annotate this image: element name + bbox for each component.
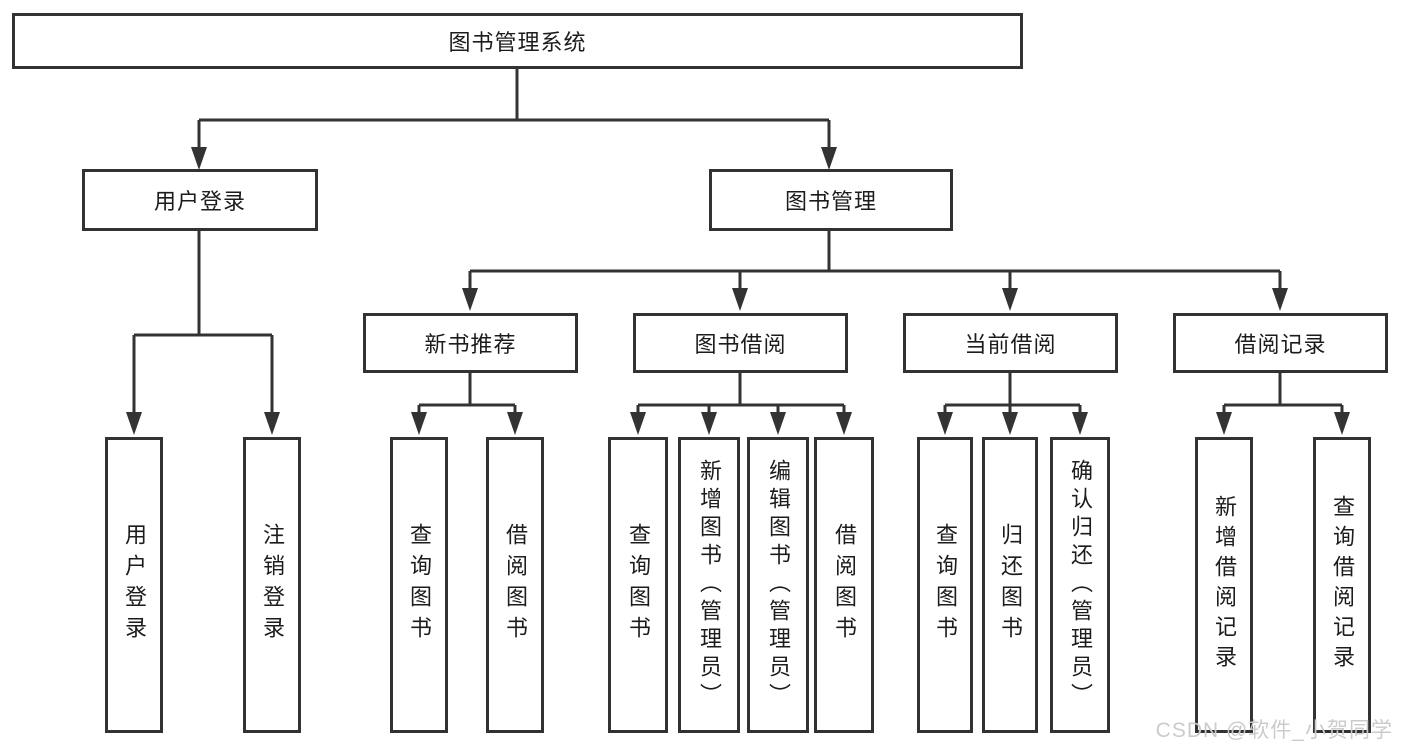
leaf-label: 注销登录: [260, 523, 285, 647]
leaf-label: 借阅图书: [503, 523, 528, 647]
arrow-down-icon: [836, 412, 852, 435]
leaf-label: 查询借阅记录: [1330, 495, 1355, 675]
arrow-down-icon: [732, 288, 748, 311]
leaf-query-books-borrow: 查询图书: [608, 437, 668, 733]
arrow-down-icon: [630, 412, 646, 435]
arrow-down-icon: [1002, 288, 1018, 311]
leaf-user-login: 用户登录: [105, 437, 163, 733]
leaf-query-books-recommend: 查询图书: [390, 437, 448, 733]
arrow-down-icon: [770, 412, 786, 435]
arrow-down-icon: [1072, 412, 1088, 435]
node-book-management: 图书管理: [709, 169, 953, 231]
node-root-label: 图书管理系统: [448, 30, 587, 55]
leaf-label: 编辑图书（管理员）: [766, 459, 791, 711]
leaf-edit-books-admin: 编辑图书（管理员）: [747, 437, 809, 733]
node-label: 用户登录: [153, 189, 246, 214]
leaf-label: 查询图书: [407, 523, 432, 647]
arrow-down-icon: [1272, 288, 1288, 311]
node-user-login: 用户登录: [82, 169, 318, 231]
arrow-down-icon: [1216, 412, 1232, 435]
arrow-down-icon: [1002, 412, 1018, 435]
arrow-down-icon: [701, 412, 717, 435]
leaf-logout: 注销登录: [243, 437, 301, 733]
arrow-down-icon: [191, 147, 207, 170]
arrow-down-icon: [821, 147, 837, 170]
node-label: 借阅记录: [1234, 332, 1327, 357]
leaf-query-borrow-record: 查询借阅记录: [1313, 437, 1371, 733]
node-label: 当前借阅: [964, 332, 1057, 357]
leaf-label: 用户登录: [122, 523, 147, 647]
arrow-down-icon: [411, 412, 427, 435]
leaf-add-borrow-record: 新增借阅记录: [1195, 437, 1253, 733]
leaf-label: 查询图书: [626, 523, 651, 647]
arrow-down-icon: [1334, 412, 1350, 435]
leaf-add-books-admin: 新增图书（管理员）: [678, 437, 740, 733]
arrow-down-icon: [507, 412, 523, 435]
node-new-book-recommend: 新书推荐: [363, 313, 578, 373]
leaf-query-books-current: 查询图书: [917, 437, 973, 733]
node-label: 图书借阅: [694, 332, 787, 357]
leaf-label: 新增借阅记录: [1212, 495, 1237, 675]
leaf-label: 归还图书: [998, 523, 1023, 647]
leaf-return-books: 归还图书: [982, 437, 1038, 733]
node-label: 图书管理: [784, 189, 877, 214]
leaf-label: 新增图书（管理员）: [697, 459, 722, 711]
leaf-borrow-books-recommend: 借阅图书: [486, 437, 544, 733]
arrow-down-icon: [264, 412, 280, 435]
arrow-down-icon: [937, 412, 953, 435]
leaf-label: 借阅图书: [832, 523, 857, 647]
node-current-borrow: 当前借阅: [903, 313, 1118, 373]
csdn-watermark: CSDN @软件_小贺同学: [1155, 719, 1393, 742]
leaf-confirm-return-admin: 确认归还（管理员）: [1050, 437, 1110, 733]
node-root: 图书管理系统: [12, 13, 1023, 69]
leaf-label: 确认归还（管理员）: [1068, 459, 1093, 711]
node-borrow-record: 借阅记录: [1173, 313, 1388, 373]
node-book-borrow: 图书借阅: [633, 313, 848, 373]
arrow-down-icon: [126, 412, 142, 435]
leaf-borrow-books: 借阅图书: [814, 437, 874, 733]
arrow-down-icon: [462, 288, 478, 311]
node-label: 新书推荐: [424, 332, 517, 357]
leaf-label: 查询图书: [933, 523, 958, 647]
